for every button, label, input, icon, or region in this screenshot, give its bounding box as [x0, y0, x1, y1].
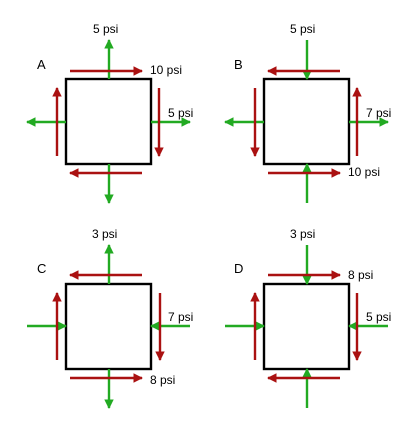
- stress-element-box: [262, 282, 351, 371]
- panel-label: A: [37, 57, 46, 72]
- stress-element-box: [64, 282, 153, 371]
- panel-a: A 5 psi 10 psi 5 psi: [26, 22, 193, 204]
- shear-stress-label: 10 psi: [348, 165, 380, 179]
- side-stress-label: 7 psi: [366, 106, 391, 120]
- side-stress-label: 5 psi: [366, 310, 391, 324]
- panel-label: C: [37, 261, 46, 276]
- normal-stress-label: 3 psi: [92, 227, 117, 241]
- stress-element-box: [262, 77, 351, 166]
- normal-stress-label: 3 psi: [290, 227, 315, 241]
- shear-stress-label: 8 psi: [348, 268, 373, 282]
- normal-stress-label: 5 psi: [93, 22, 118, 36]
- shear-stress-label: 10 psi: [150, 63, 182, 77]
- shear-stress-label: 8 psi: [150, 373, 175, 387]
- side-stress-label: 7 psi: [168, 310, 193, 324]
- stress-element-box: [64, 77, 153, 166]
- panel-label: B: [234, 57, 243, 72]
- normal-stress-label: 5 psi: [290, 22, 315, 36]
- panel-d: D 3 psi 8 psi 5 psi: [225, 227, 391, 408]
- panel-label: D: [234, 261, 243, 276]
- panel-b: B 5 psi 10 psi 7 psi: [224, 22, 391, 203]
- side-stress-label: 5 psi: [168, 106, 193, 120]
- panel-c: C 3 psi 8 psi 7 psi: [27, 227, 193, 409]
